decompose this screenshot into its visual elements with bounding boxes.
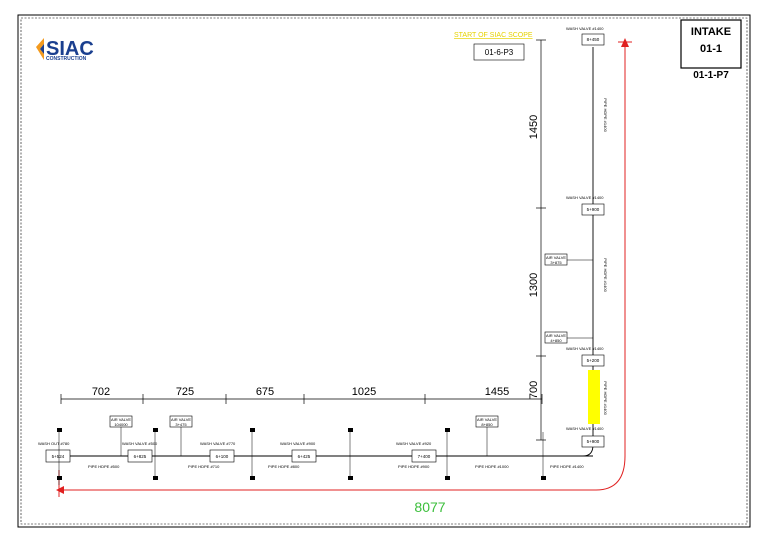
station-v2: 5+900 (587, 207, 600, 212)
air-valve-4-line1: AIR VALVE (546, 255, 566, 260)
dim-h-2: 725 (176, 386, 194, 398)
dim-h-1: 702 (92, 386, 110, 398)
scope-tag: 01-6-P3 (485, 48, 514, 57)
title-box (680, 19, 742, 69)
title-line-1: INTAKE (691, 26, 731, 38)
air-valve-5-line1: AIR VALVE (546, 333, 566, 338)
scope-tag-box (473, 43, 525, 61)
wash-h-3: WASH VALVE #770 (200, 441, 236, 446)
air-valve-5-line2: 4+850 (550, 338, 562, 343)
pipe-labels-horizontal: PIPE HDPE #500 PIPE HDPE #710 PIPE HDPE … (88, 464, 584, 469)
arrow-left-icon (56, 486, 64, 494)
pipe-v-1: PIPE HDPE #1400 (603, 98, 608, 132)
pipe-h-1: PIPE HDPE #500 (88, 464, 120, 469)
siac-logo: SIAC CONSTRUCTION (36, 38, 94, 62)
pipe-h-6: PIPE HDPE #1400 (550, 464, 584, 469)
highlight-section (588, 370, 600, 424)
title-block: INTAKE 01-1 01-1-P7 (680, 19, 742, 81)
logo-mark-icon-2 (40, 44, 44, 54)
outer-frame (17, 14, 751, 528)
dim-v-3: 700 (528, 381, 540, 399)
station-h2: 6+825 (134, 454, 147, 459)
station-box-v1 (581, 33, 605, 46)
title-line-2: 01-1 (700, 43, 722, 55)
station-v3: 5+200 (587, 358, 600, 363)
pipe-h-5: PIPE HDPE #1000 (475, 464, 509, 469)
pipe-labels-vertical: PIPE HDPE #1400 PIPE HDPE #1400 PIPE HDP… (603, 98, 608, 415)
wash-h-1: WASH OUT #780 (38, 441, 70, 446)
vertical-dim-ticks (536, 39, 546, 441)
dim-v-1: 1450 (528, 115, 540, 139)
pipe-v-3: PIPE HDPE #1400 (603, 381, 608, 415)
dim-h-3: 675 (256, 386, 274, 398)
air-valve-2-line2: 3+475 (175, 422, 187, 427)
air-valve-2-line1: AIR VALVE (171, 417, 191, 422)
inner-frame (20, 17, 748, 525)
station-box-h5 (411, 449, 437, 463)
station-h3: 6+100 (216, 454, 229, 459)
title-line-3: 01-1-P7 (693, 70, 729, 81)
pipe-h-4: PIPE HDPE #900 (398, 464, 430, 469)
station-h4: 6+425 (298, 454, 311, 459)
horizontal-dim-ticks (60, 394, 543, 404)
station-box-h2 (127, 449, 153, 463)
station-box-v3 (581, 354, 605, 367)
logo-subtitle: CONSTRUCTION (46, 56, 87, 62)
air-valve-4-line2: 3+875 (550, 260, 562, 265)
pipe-h-3: PIPE HDPE #800 (268, 464, 300, 469)
air-valves: AIR VALVE 104000 AIR VALVE 3+475 AIR VAL… (109, 253, 593, 456)
vertical-stations: 8+450 5+900 5+200 5+900 (581, 33, 605, 448)
air-valve-3-line1: AIR VALVE (477, 417, 497, 422)
station-h5: 7+400 (418, 454, 431, 459)
station-box-v4 (581, 435, 605, 448)
air-valve-box-4 (544, 253, 568, 266)
start-of-scope-label: START OF SIAC SCOPE (454, 32, 533, 39)
station-v4: 5+900 (587, 439, 600, 444)
air-valve-3-line2: 8+850 (481, 422, 493, 427)
wash-h-4: WASH VALVE #900 (280, 441, 316, 446)
total-length-label: 8077 (414, 499, 445, 515)
total-length-line (60, 44, 626, 491)
air-valve-box-5 (544, 331, 568, 344)
dim-h-5: 1455 (485, 386, 509, 398)
wash-v-1: WASH VALVE #1400 (566, 26, 604, 31)
wash-h-2: WASH VALVE #500 (122, 441, 158, 446)
station-box-h3 (209, 449, 235, 463)
wash-labels-vertical: WASH VALVE #1400 WASH VALVE #1400 WASH V… (566, 26, 604, 431)
station-v1: 8+450 (587, 37, 600, 42)
wash-v-3: WASH VALVE #1400 (566, 346, 604, 351)
stake-markers (57, 428, 546, 485)
wash-v-4: WASH VALVE #1400 (566, 426, 604, 431)
air-valve-1-line2: 104000 (114, 422, 128, 427)
wash-h-5: WASH VALVE #920 (396, 441, 432, 446)
station-box-h1 (45, 449, 71, 463)
air-valve-1-line1: AIR VALVE (111, 417, 131, 422)
station-h1: 5+524 (52, 454, 65, 459)
pipe-v-2: PIPE HDPE #1400 (603, 258, 608, 292)
wash-labels-horizontal: WASH OUT #780 WASH VALVE #500 WASH VALVE… (38, 441, 432, 446)
pipe-h-2: PIPE HDPE #710 (188, 464, 220, 469)
dim-h-4: 1025 (352, 386, 376, 398)
horizontal-stations: 5+524 6+825 6+100 6+425 7+400 (45, 449, 437, 463)
station-box-h4 (291, 449, 317, 463)
logo-name: SIAC (46, 38, 94, 60)
station-box-v2 (581, 203, 605, 216)
wash-v-2: WASH VALVE #1400 (566, 195, 604, 200)
dim-v-2: 1300 (528, 273, 540, 297)
